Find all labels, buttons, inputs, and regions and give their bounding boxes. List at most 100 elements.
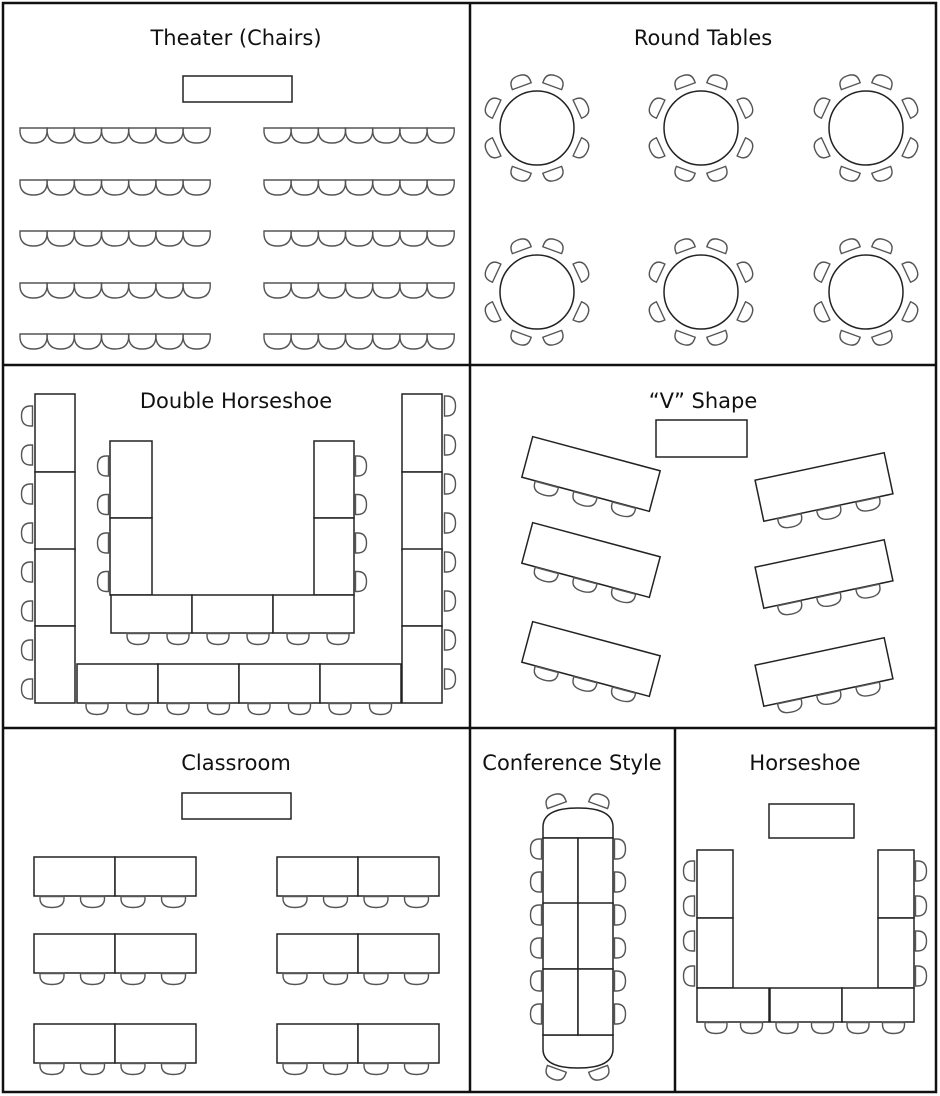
round-tables-panel [484,74,919,346]
theater-chair [426,230,455,247]
double-horseshoe-title: Double Horseshoe [140,389,332,413]
theater-chair [19,333,48,350]
theater-chair [100,333,130,350]
outer-left-table [34,471,76,551]
chair [613,838,627,860]
outer-left-table [34,393,76,473]
conference-table-segment [542,968,579,1036]
classroom-table [276,933,359,974]
classroom-title: Classroom [181,751,291,775]
chair [545,793,568,810]
chair [443,590,457,612]
chair [682,860,696,882]
theater-chair [426,333,455,350]
bottom-table [841,987,915,1023]
chair [572,576,598,593]
theater-chair [263,127,292,144]
chair [572,261,590,284]
chair [914,930,928,952]
chair [403,1062,430,1076]
left-table [696,849,734,919]
classroom-table [114,1023,197,1064]
chair [815,689,842,706]
theater-chair [344,127,374,144]
bottom-table [696,987,770,1023]
chair [206,632,230,646]
classroom-table [357,856,440,897]
chair [682,895,696,917]
theater-chair [426,127,455,144]
chair [125,702,150,716]
chair [247,702,271,716]
chair [443,395,457,417]
chair [648,97,666,120]
chair-row [19,333,211,350]
theater-chair [399,179,428,196]
chair [79,972,106,986]
inner-bottom-table [191,594,274,634]
classroom-table [276,856,359,897]
theater-chair [100,179,130,196]
chair [206,702,231,716]
chair [529,1003,543,1025]
theater-chair [290,333,319,350]
round-table-group [648,74,754,182]
chair [541,74,564,91]
theater-chair [100,282,130,299]
chair [901,136,919,159]
theater-chair [263,333,292,350]
theater-chair [128,282,157,299]
theater-chair [372,333,401,350]
theater-chair [182,179,211,196]
chair [901,261,919,284]
theater-chair [290,282,319,299]
chair [533,566,560,583]
head-table [655,419,748,458]
theater-chair [155,179,184,196]
chair [705,74,728,91]
theater-chair [344,333,374,350]
chair [166,632,190,646]
chair-row [263,179,455,196]
conference-table-segment [542,837,579,905]
round-table [828,254,904,330]
stage-table [182,75,293,103]
chair [839,74,862,91]
chair [529,871,543,893]
chair [572,490,598,507]
theater-chair [182,333,211,350]
chair [674,165,697,182]
v-table-group [754,451,894,529]
round-table-group [484,74,590,182]
chair [484,261,502,284]
chair [870,74,893,91]
theater-chair [426,179,455,196]
chair [533,480,560,497]
chair [354,493,368,516]
chair [126,632,150,646]
chair [287,702,312,716]
chair-row [19,179,211,196]
theater-chair [317,282,347,299]
chair [443,629,457,651]
theater-chair [182,282,211,299]
classroom-table [114,856,197,897]
chair [739,1021,764,1035]
theater-chair [344,179,374,196]
chair [914,965,928,987]
chair [705,238,728,255]
chair [810,1021,835,1035]
theater-chair [46,179,75,196]
theater-title: Theater (Chairs) [149,26,321,50]
theater-chair [128,127,157,144]
chair [648,136,666,159]
theater-chair [290,230,319,247]
inner-bottom-table [110,594,193,634]
chair [529,838,543,860]
chair [674,238,697,255]
theater-chair [372,282,401,299]
theater-chair [263,230,292,247]
chair [855,583,881,599]
chair [736,136,754,159]
